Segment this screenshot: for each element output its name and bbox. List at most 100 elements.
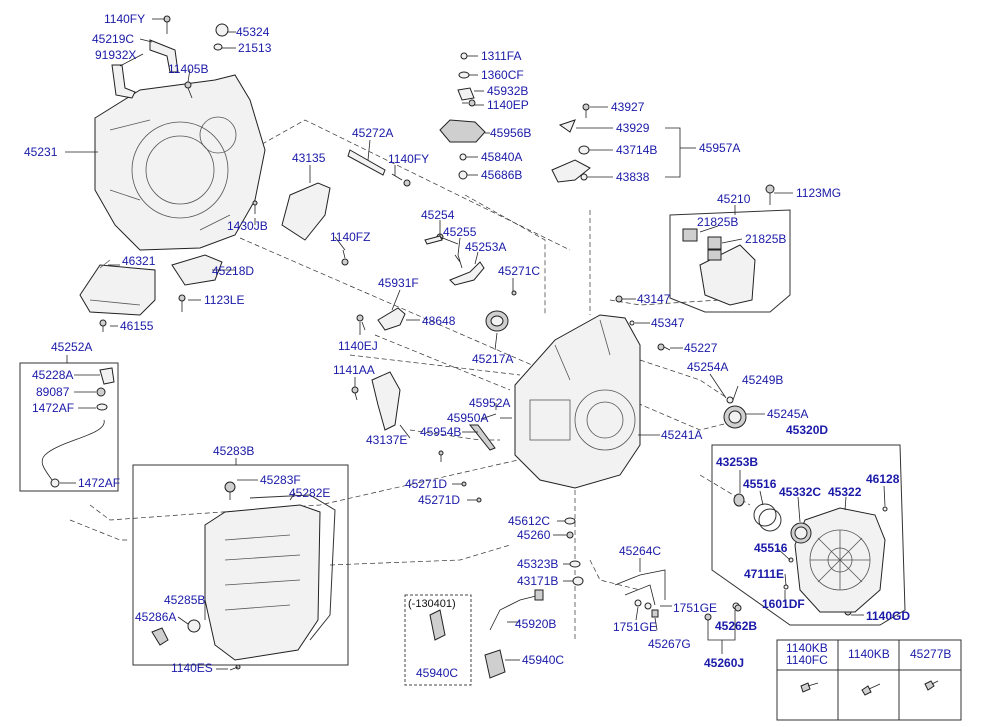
label-45322: 45322 [828,485,862,499]
legend-col1-line2: 1140FC [786,653,828,667]
label-43927: 43927 [611,100,645,114]
sensor-inset-box [404,594,472,686]
label-1751GE-b: 1751GE [613,620,657,634]
rod-icon [347,149,386,176]
bolt-icon [351,386,359,401]
label-43838: 43838 [616,170,650,184]
label-45217A: 45217A [472,352,513,366]
label-48648: 48648 [422,314,456,328]
bolt-icon [476,497,482,503]
label-45347: 45347 [651,316,685,330]
label-45218D: 45218D [212,264,254,278]
label-1140EJ: 1140EJ [338,339,378,353]
speed-sensor-icon [429,609,446,641]
bolt-icon [861,683,881,696]
label-45241A: 45241A [661,428,702,442]
label-89087: 89087 [36,385,70,399]
washer-icon [629,320,635,326]
bolt-icon [438,450,444,462]
filter-icon [79,259,156,316]
washer-icon [215,23,229,37]
bolt-icon [252,200,258,214]
label-21513: 21513 [238,41,272,55]
bolt-icon [800,682,819,693]
label-45271D-b: 45271D [418,493,460,507]
cover-icon [171,254,223,286]
washer-icon [572,576,584,586]
label-45253A: 45253A [465,240,506,254]
label-45516-b: 45516 [754,541,788,555]
oil-tube-icon [614,569,742,621]
label-21825B-b: 21825B [745,232,786,246]
guide-plate-icon [371,371,401,431]
bolt-icon [341,249,349,266]
washer-icon [458,71,470,79]
label-45271D-a: 45271D [405,477,447,491]
label-45324: 45324 [236,25,270,39]
bolt-icon [461,481,467,487]
label-45282E: 45282E [289,486,330,500]
label-45516-a: 45516 [743,477,777,491]
label-11405B: 11405B [168,62,208,76]
washer-icon [882,506,888,512]
label-1311FA: 1311FA [481,49,521,63]
label-46321: 46321 [122,254,156,268]
washer-icon [460,52,468,60]
label-1140EP: 1140EP [487,98,529,112]
bolt-icon [566,531,574,539]
label-45272A: 45272A [352,126,393,140]
washer-icon [578,145,590,155]
lever-icon [551,119,591,183]
label-45686B: 45686B [481,168,522,182]
label-45332C: 45332C [779,485,821,499]
label-43135: 43135 [292,151,326,165]
bolt-icon [356,314,366,331]
label-43171B: 43171B [517,574,558,588]
detent-lever-icon [468,413,497,451]
label-91932X: 91932X [95,48,136,62]
legend-table-labels: 1140KB 1140FC 1140KB 45277B [786,641,951,667]
legend-bolts [800,680,939,696]
washer-icon [569,560,581,568]
label-1140GD: 1140GD [866,609,910,623]
label-43137E: 43137E [366,433,407,447]
label-45219C: 45219C [92,32,134,46]
breather-tube-icon [41,367,115,488]
label-45260J: 45260J [704,656,744,670]
label-1140FY: 1140FY [104,12,145,26]
label-1430JB: 1430JB [227,219,268,233]
label-45283F: 45283F [260,473,301,487]
group-boxes [19,209,962,721]
label-46128: 46128 [866,472,900,486]
label-1601DF: 1601DF [762,597,805,611]
washer-icon [459,153,467,161]
label-46155: 46155 [120,319,154,333]
bolt-icon [582,103,590,118]
label-45956B: 45956B [490,126,531,140]
bolt-icon [924,680,939,691]
washer-icon [458,170,468,180]
bolt-icon [391,173,411,187]
label-1123LE: 1123LE [204,293,244,307]
label-45950A: 45950A [447,411,488,425]
label-1472AF-b: 1472AF [78,476,120,490]
legend-col2: 1140KB [848,647,890,661]
legend-col1-line1: 1140KB [786,641,828,655]
cover-icon [732,493,886,613]
label-1123MG: 1123MG [796,186,841,200]
label-45271C: 45271C [498,264,540,278]
label-21825B-a: 21825B [697,215,738,229]
legend-table [776,639,962,721]
label-130401: (-130401) [408,598,456,610]
sensor-icon [439,87,486,143]
label-43253B: 43253B [716,455,758,469]
label-45612C: 45612C [508,514,550,528]
washer-icon [213,43,223,51]
leader-lines [60,18,886,670]
label-45323B: 45323B [517,557,558,571]
label-45227: 45227 [684,341,718,355]
label-43929: 43929 [616,121,650,135]
legend-col3: 45277B [910,647,951,661]
bolt-icon [229,664,241,671]
label-45283B: 45283B [213,444,254,458]
